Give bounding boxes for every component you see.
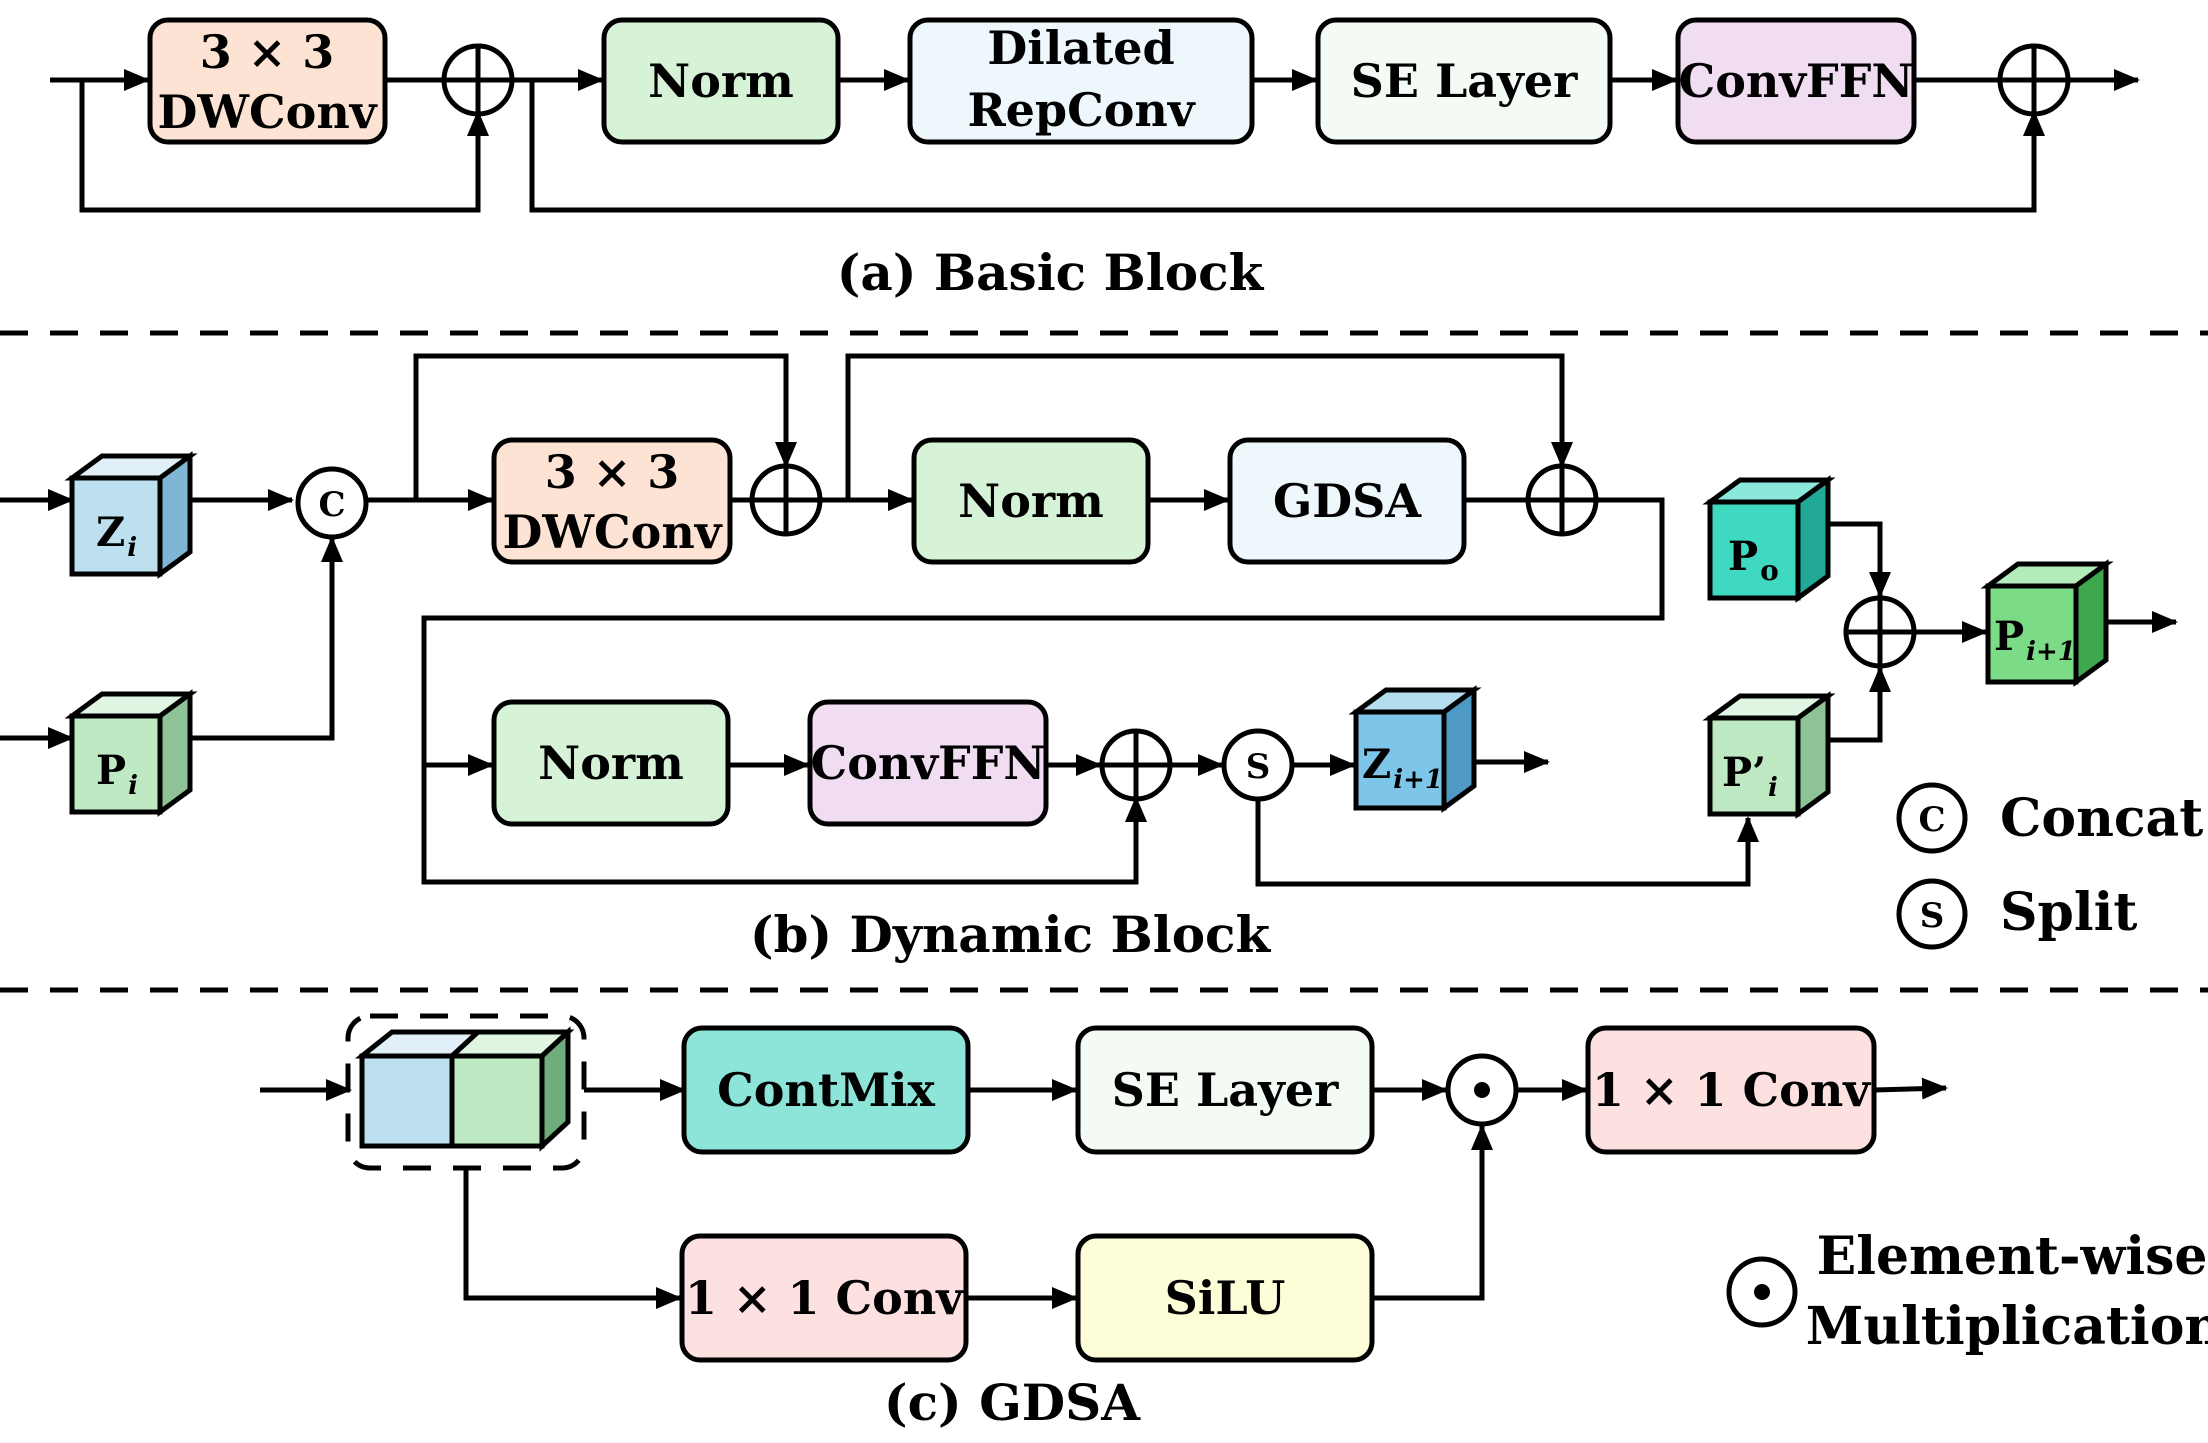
arrow-p-to-concat <box>192 536 343 741</box>
concat-circle: C <box>295 466 369 540</box>
se-label-c: SE Layer <box>1112 1063 1339 1117</box>
caption-c: (c) GDSA <box>884 1373 1141 1432</box>
ffn-label-a: ConvFFN <box>1679 54 1914 108</box>
norm-box-b2: Norm <box>491 699 731 827</box>
residual-wire-a1 <box>79 80 489 213</box>
gdsa-block: ContMix SE Layer 1 × 1 Conv 1 × 1 Conv S… <box>260 1013 2208 1432</box>
conv1x1-box-top: 1 × 1 Conv <box>1585 1025 1877 1155</box>
add-circle-b2 <box>1525 463 1599 537</box>
norm-box-a: Norm <box>601 17 841 145</box>
legend-concat-label: Concat <box>2000 788 2203 849</box>
legend-concat-symbol: C <box>1918 800 1945 840</box>
cube-p-out-label: Pi+1 <box>1994 613 2076 667</box>
caption-a: (a) Basic Block <box>837 243 1265 302</box>
arrow-pprime-to-add <box>1828 666 1891 743</box>
contmix-box: ContMix <box>681 1025 971 1155</box>
cube-z-in-label: Zi <box>96 509 137 563</box>
dwconv-b-label-line2: DWConv <box>502 505 722 559</box>
cube-z-in: Zi <box>64 451 198 579</box>
conv1x1-box-bottom: 1 × 1 Conv <box>679 1233 969 1363</box>
arrow-split-to-p-prime <box>1255 800 1759 887</box>
legend-elementwise-line1: Element-wise <box>1817 1226 2208 1287</box>
cube-z-out: Zi+1 <box>1348 685 1482 813</box>
legend-split: S Split <box>1896 878 2137 950</box>
se-label-a: SE Layer <box>1351 54 1578 108</box>
legend-split-label: Split <box>2000 882 2137 943</box>
arrow-po-to-add <box>1828 521 1891 598</box>
arrow-group-to-conv1 <box>463 1168 682 1309</box>
cube-p-prime-label: P’i <box>1722 749 1778 803</box>
conv2-label: 1 × 1 Conv <box>1592 1063 1871 1117</box>
dilated-repconv-box: Dilated RepConv <box>907 17 1255 145</box>
arrow-silu-to-mult <box>1372 1124 1493 1301</box>
legend-concat: C Concat <box>1896 782 2203 854</box>
dwconv-box-b: 3 × 3 DWConv <box>491 437 733 565</box>
se-layer-box-a: SE Layer <box>1315 17 1613 145</box>
add-circle-b1 <box>749 463 823 537</box>
gdsa-label-b: GDSA <box>1273 474 1422 528</box>
dwconv-label-line2: DWConv <box>157 85 377 139</box>
legend-split-symbol: S <box>1920 896 1945 936</box>
cube-p-o-label: Po <box>1728 533 1779 587</box>
wire-add-to-norm2 <box>421 497 1665 776</box>
ffn-label-b: ConvFFN <box>811 736 1046 790</box>
legend-elementwise-line2: Multiplication <box>1806 1296 2208 1357</box>
dwconv-box-a: 3 × 3 DWConv <box>147 17 388 145</box>
residual-wire-b1 <box>413 353 797 500</box>
silu-box: SiLU <box>1075 1233 1375 1363</box>
cube-z-out-label: Zi+1 <box>1362 741 1443 795</box>
add-circle-a1 <box>441 43 515 117</box>
legend-elementwise: Element-wise Multiplication <box>1726 1226 2208 1357</box>
dwconv-b-label-line1: 3 × 3 <box>545 445 680 499</box>
cube-p-out: Pi+1 <box>1980 559 2114 687</box>
arrow-output-gdsa <box>1873 1077 1948 1100</box>
gdsa-input-cubes <box>354 1026 575 1152</box>
residual-wire-a2 <box>529 80 2045 213</box>
concat-symbol: C <box>318 485 345 525</box>
cube-p-in: Pi <box>64 689 198 817</box>
basic-block: 3 × 3 DWConv Norm Dilated RepConv SE Lay… <box>50 17 2140 302</box>
convffn-box-a: ConvFFN <box>1675 17 1917 145</box>
se-layer-box-c: SE Layer <box>1075 1025 1375 1155</box>
dwconv-label-line1: 3 × 3 <box>200 25 335 79</box>
multiply-circle <box>1445 1053 1519 1127</box>
add-circle-b3 <box>1099 728 1173 802</box>
norm-label-a: Norm <box>648 54 794 108</box>
residual-wire-b3 <box>421 765 1147 885</box>
add-circle-a2 <box>1997 43 2071 117</box>
split-symbol: S <box>1246 747 1271 787</box>
convffn-box-b: ConvFFN <box>807 699 1049 827</box>
dilated-label-line1: Dilated <box>987 21 1174 75</box>
split-circle: S <box>1221 728 1295 802</box>
caption-b: (b) Dynamic Block <box>750 905 1272 964</box>
conv1-label: 1 × 1 Conv <box>685 1271 964 1325</box>
norm-box-b1: Norm <box>911 437 1151 565</box>
norm-label-b2: Norm <box>538 736 684 790</box>
add-circle-b4 <box>1843 595 1917 669</box>
silu-label: SiLU <box>1165 1271 1286 1325</box>
gdsa-box-b: GDSA <box>1227 437 1467 565</box>
cube-p-prime: P’i <box>1702 691 1836 819</box>
dynamic-block: 3 × 3 DWConv Norm GDSA Norm ConvFFN C <box>0 353 2203 964</box>
contmix-label: ContMix <box>717 1063 935 1117</box>
norm-label-b1: Norm <box>958 474 1104 528</box>
dilated-label-line2: RepConv <box>967 83 1195 137</box>
cube-p-o: Po <box>1702 475 1836 603</box>
residual-wire-b2 <box>845 353 1573 500</box>
cube-p-in-label: Pi <box>96 747 138 801</box>
